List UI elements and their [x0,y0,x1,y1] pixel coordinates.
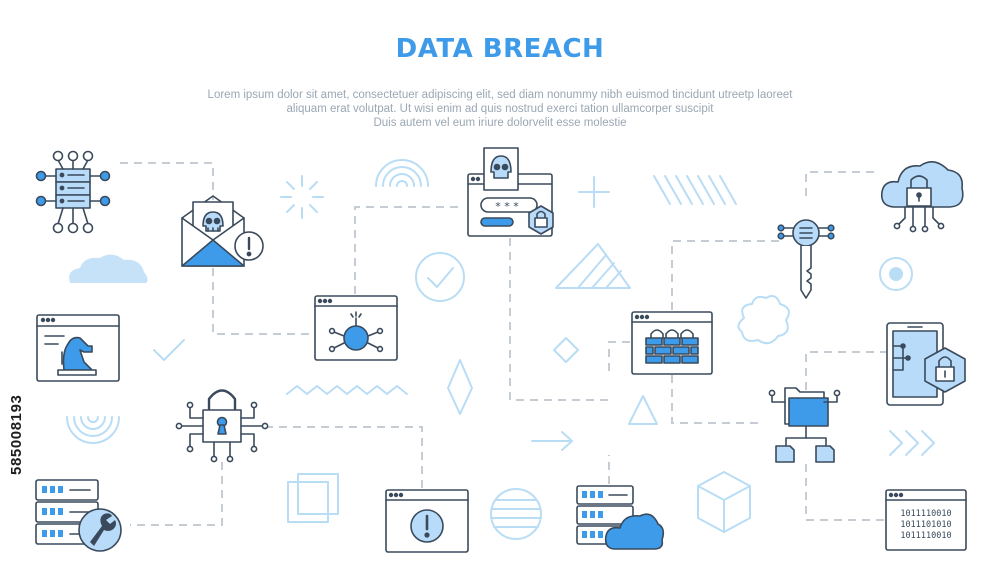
browser-alert-icon [385,489,469,553]
server-cloud-icon [576,485,665,550]
key-circuit-icon [777,219,835,299]
sparkle-shape [280,175,324,219]
arc-stripes-shape [375,159,429,187]
striped-circle-shape [490,488,542,540]
connector [671,375,760,424]
diamond-small-shape [553,337,579,363]
connector [671,240,783,310]
cloud-lock-icon [880,161,964,233]
binary-line: 1011110010 [900,509,951,519]
arc-stripes-bottom-shape [66,416,120,444]
diagonal-stripes-shape [653,175,737,205]
connector-layer [120,162,886,526]
connector [805,351,886,390]
check-shape [153,339,185,361]
cloud-shape [69,254,148,283]
firewall-icon [631,311,713,375]
binary-line: 1011101010 [900,520,951,530]
connector [509,238,609,401]
folder-network-icon [768,387,841,463]
trojan-horse-icon [36,314,120,382]
triangle-shape [628,395,658,425]
connector [805,171,880,196]
connector [608,341,630,371]
page-title: DATA BREACH [395,34,605,64]
server-wrench-icon [35,479,122,552]
connector [265,426,423,490]
chevrons-shape [889,430,935,456]
binary-line: 1011110010 [900,531,951,541]
connector [212,268,312,335]
target-circle-shape [879,257,913,291]
puzzle-cloud-shape [737,295,790,345]
subtitle-line: Duis autem vel eum iriure dolorvelit ess… [373,117,627,129]
check-circle-shape [415,252,465,302]
browser-bomb-icon [314,295,398,361]
subtitle: Lorem ipsum dolor sit amet, consectetuer… [150,88,850,130]
overlapping-squares-shape [287,473,339,523]
connector [120,162,214,200]
plus-shape [578,176,610,208]
connector [805,464,885,521]
email-malware-icon [181,195,264,267]
mobile-lock-icon [886,322,966,406]
binary-code-icon: 1011110010 1011101010 1011110010 [885,489,967,551]
connector [354,206,460,294]
decor-layer [66,159,935,540]
password-mask: * * * [495,200,519,213]
cube-shape [697,471,751,533]
subtitle-line: aliquam erat volutpat. Ut wisi enim ad q… [286,103,714,115]
connector [130,462,223,526]
arrow-right-shape [531,431,573,451]
striped-triangle-shape [555,243,631,289]
subtitle-line: Lorem ipsum dolor sit amet, consectetuer… [207,89,793,101]
zigzag-shape [286,385,408,395]
cyber-lock-icon [175,389,269,463]
diamond-tall-shape [447,359,473,415]
password-breach-icon: * * * [467,147,554,237]
data-network-icon [35,150,111,234]
